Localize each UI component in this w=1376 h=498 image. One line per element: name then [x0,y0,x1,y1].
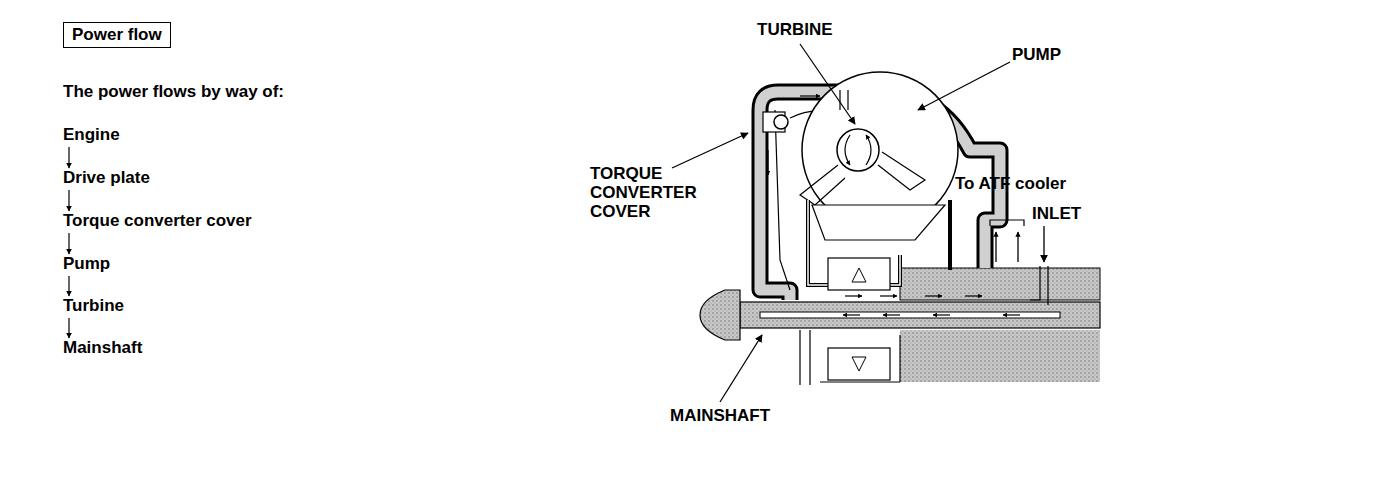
flow-arrow [68,190,69,211]
step-text: Mainshaft [63,338,142,357]
flow-step: Pump [61,253,112,275]
part-label: TURBINE [757,20,833,40]
flow-step: Torque converter cover [61,210,254,232]
flow-arrow [68,318,69,338]
step-text: Pump [63,254,110,273]
flow-arrow [68,147,69,168]
part-label: PUMP [1012,45,1061,65]
port-label: To ATF cooler [955,174,1066,194]
flow-step: Drive plate [61,167,152,189]
step-text: Turbine [63,296,124,315]
flow-arrow [68,233,69,254]
flow-arrow [68,276,69,296]
flow-step: Mainshaft [61,337,144,359]
port-label: INLET [1032,204,1081,224]
part-label: TORQUE CONVERTER COVER [590,164,740,221]
flow-step: Engine [61,124,122,146]
intro-text: The power flows by way of: [63,82,284,102]
flow-step: Turbine [61,295,126,317]
step-text: Torque converter cover [63,211,252,230]
section-heading: Power flow [63,22,171,48]
step-text: Drive plate [63,168,150,187]
step-text: Engine [63,125,120,144]
part-label: MAINSHAFT [670,406,770,426]
